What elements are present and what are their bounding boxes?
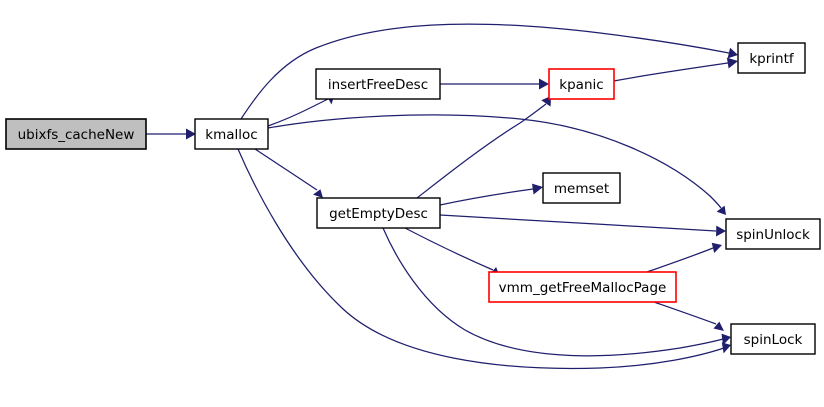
nodes-layer: ubixfs_cacheNew kmalloc insertFreeDesc kpan…: [5, 42, 821, 355]
node-spinLock[interactable]: spinLock: [730, 323, 816, 355]
edge-kmalloc-spinUnlock: [267, 114, 726, 215]
node-box-kpanic[interactable]: [548, 68, 615, 100]
edge-getEmptyDesc-spinLock-arrowhead-icon: [721, 333, 731, 345]
edge-kmalloc-spinLock: [237, 148, 731, 370]
node-vmm_getFreeMallocPage[interactable]: vmm_getFreeMallocPage: [488, 271, 677, 303]
edge-kmalloc-spinUnlock-line: [267, 114, 722, 209]
node-box-getEmptyDesc[interactable]: [316, 197, 441, 229]
edge-getEmptyDesc-spinUnlock-line: [439, 214, 717, 232]
edge-getEmptyDesc-kpanic-line: [416, 103, 547, 199]
edge-kmalloc-getEmptyDesc-arrowhead-icon: [313, 189, 323, 198]
edge-vmm-spinLock-arrowhead-icon: [713, 321, 724, 331]
edge-kpanic-kprintf: [613, 57, 738, 82]
node-ubixfs_cacheNew[interactable]: ubixfs_cacheNew: [5, 118, 147, 150]
node-kprintf[interactable]: kprintf: [737, 42, 806, 74]
node-kpanic[interactable]: kpanic: [548, 68, 615, 100]
edge-getEmptyDesc-vmm-line: [404, 227, 494, 271]
node-box-kmalloc[interactable]: [194, 118, 269, 150]
edge-getEmptyDesc-memset: [439, 183, 543, 206]
node-box-memset[interactable]: [542, 172, 621, 204]
edge-vmm-spinLock: [653, 301, 724, 331]
edge-kmalloc-kprintf-arrowhead-icon: [727, 47, 738, 59]
edge-getEmptyDesc-spinLock: [382, 227, 731, 357]
edge-kpanic-kprintf-arrowhead-icon: [726, 57, 738, 69]
edge-getEmptyDesc-spinUnlock: [439, 214, 726, 237]
edge-getEmptyDesc-spinLock-line: [382, 227, 724, 357]
node-box-kprintf[interactable]: [737, 42, 806, 74]
node-memset[interactable]: memset: [542, 172, 621, 204]
edge-getEmptyDesc-spinUnlock-arrowhead-icon: [716, 225, 726, 237]
node-getEmptyDesc[interactable]: getEmptyDesc: [316, 197, 441, 229]
edge-getEmptyDesc-vmm: [404, 227, 500, 277]
edge-vmm-spinUnlock: [646, 242, 722, 273]
edge-vmm-spinUnlock-line: [646, 247, 714, 273]
node-box-spinLock[interactable]: [730, 323, 816, 355]
edge-kpanic-kprintf-line: [613, 62, 729, 82]
edge-kmalloc-kprintf-line: [240, 23, 730, 120]
node-insertFreeDesc[interactable]: insertFreeDesc: [315, 68, 441, 100]
node-box-insertFreeDesc[interactable]: [315, 68, 441, 100]
edge-ubixfs_cacheNew-kmalloc: [146, 128, 196, 140]
edge-kmalloc-getEmptyDesc: [254, 148, 323, 198]
edges-layer: [146, 23, 738, 370]
edge-getEmptyDesc-kpanic: [416, 96, 551, 199]
node-kmalloc[interactable]: kmalloc: [194, 118, 269, 150]
node-spinUnlock[interactable]: spinUnlock: [725, 218, 821, 250]
node-box-ubixfs_cacheNew[interactable]: [5, 118, 147, 150]
node-box-spinUnlock[interactable]: [725, 218, 821, 250]
edge-insertFreeDesc-kpanic: [440, 78, 549, 90]
edge-getEmptyDesc-memset-line: [439, 188, 534, 206]
edge-kmalloc-spinLock-line: [237, 148, 725, 370]
edge-kmalloc-kprintf: [240, 23, 738, 120]
edge-vmm-spinUnlock-arrowhead-icon: [711, 242, 722, 253]
edge-kmalloc-insertFreeDesc-line: [267, 98, 329, 127]
edge-ubixfs_cacheNew-kmalloc-arrowhead-icon: [186, 128, 196, 140]
edge-vmm-spinLock-line: [653, 301, 717, 325]
edge-kmalloc-getEmptyDesc-line: [254, 148, 318, 191]
node-box-vmm_getFreeMallocPage[interactable]: [488, 271, 677, 303]
edge-kmalloc-spinLock-arrowhead-icon: [721, 342, 731, 354]
edge-kmalloc-spinUnlock-arrowhead-icon: [716, 205, 726, 215]
edge-getEmptyDesc-memset-arrowhead-icon: [532, 183, 543, 195]
edge-insertFreeDesc-kpanic-arrowhead-icon: [539, 78, 549, 90]
